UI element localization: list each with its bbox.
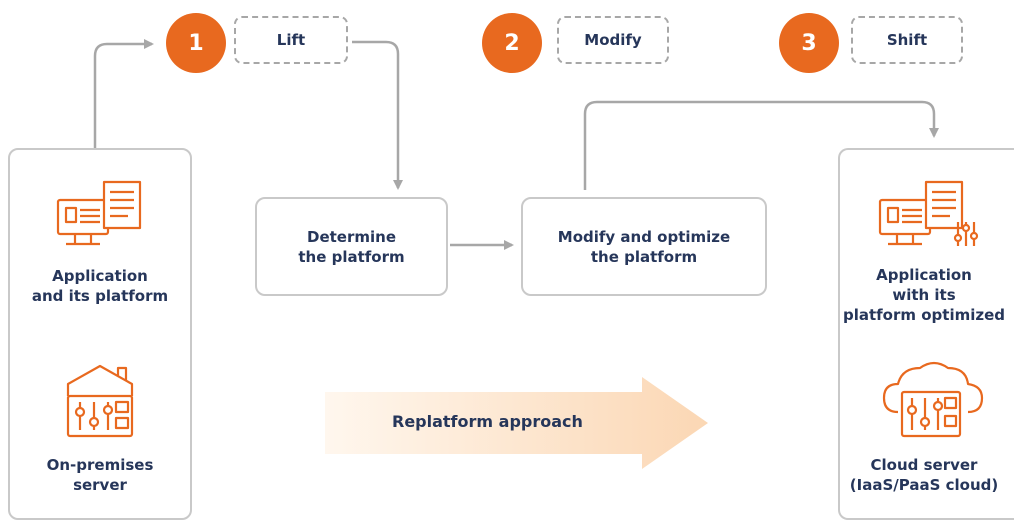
desktop-app-icon	[56, 180, 142, 246]
source-server-label: On-premises server	[46, 456, 154, 494]
source-application-label: Application and its platform	[31, 267, 169, 305]
target-server-label: Cloud server (IaaS/PaaS cloud)	[849, 456, 999, 494]
connector-lift-to-determine	[352, 40, 403, 190]
cloud-server-icon	[882, 361, 984, 438]
step-1-badge: 1	[166, 13, 226, 73]
house-server-icon	[66, 364, 134, 438]
determine-platform-box: Determine the platform	[255, 197, 448, 296]
connector-source-to-lift	[93, 39, 154, 150]
desktop-app-sliders-icon	[878, 180, 979, 246]
replatform-approach-label: Replatform approach	[392, 412, 583, 431]
connector-modify-to-target	[583, 100, 939, 190]
step-1-label: Lift	[276, 31, 306, 49]
modify-platform-box: Modify and optimize the platform	[521, 197, 767, 296]
step-2-number: 2	[504, 30, 520, 56]
step-1-number: 1	[188, 30, 204, 56]
step-2-label: Modify	[584, 31, 642, 49]
step-2-label-box: Modify	[557, 16, 669, 64]
step-3-label: Shift	[886, 31, 928, 49]
step-1-label-box: Lift	[234, 16, 348, 64]
step-3-label-box: Shift	[851, 16, 963, 64]
target-application-label: Application with its platform optimized	[842, 266, 1006, 324]
step-3-number: 3	[801, 30, 817, 56]
step-2-badge: 2	[482, 13, 542, 73]
replatform-arrow-shape	[325, 377, 708, 469]
step-3-badge: 3	[779, 13, 839, 73]
